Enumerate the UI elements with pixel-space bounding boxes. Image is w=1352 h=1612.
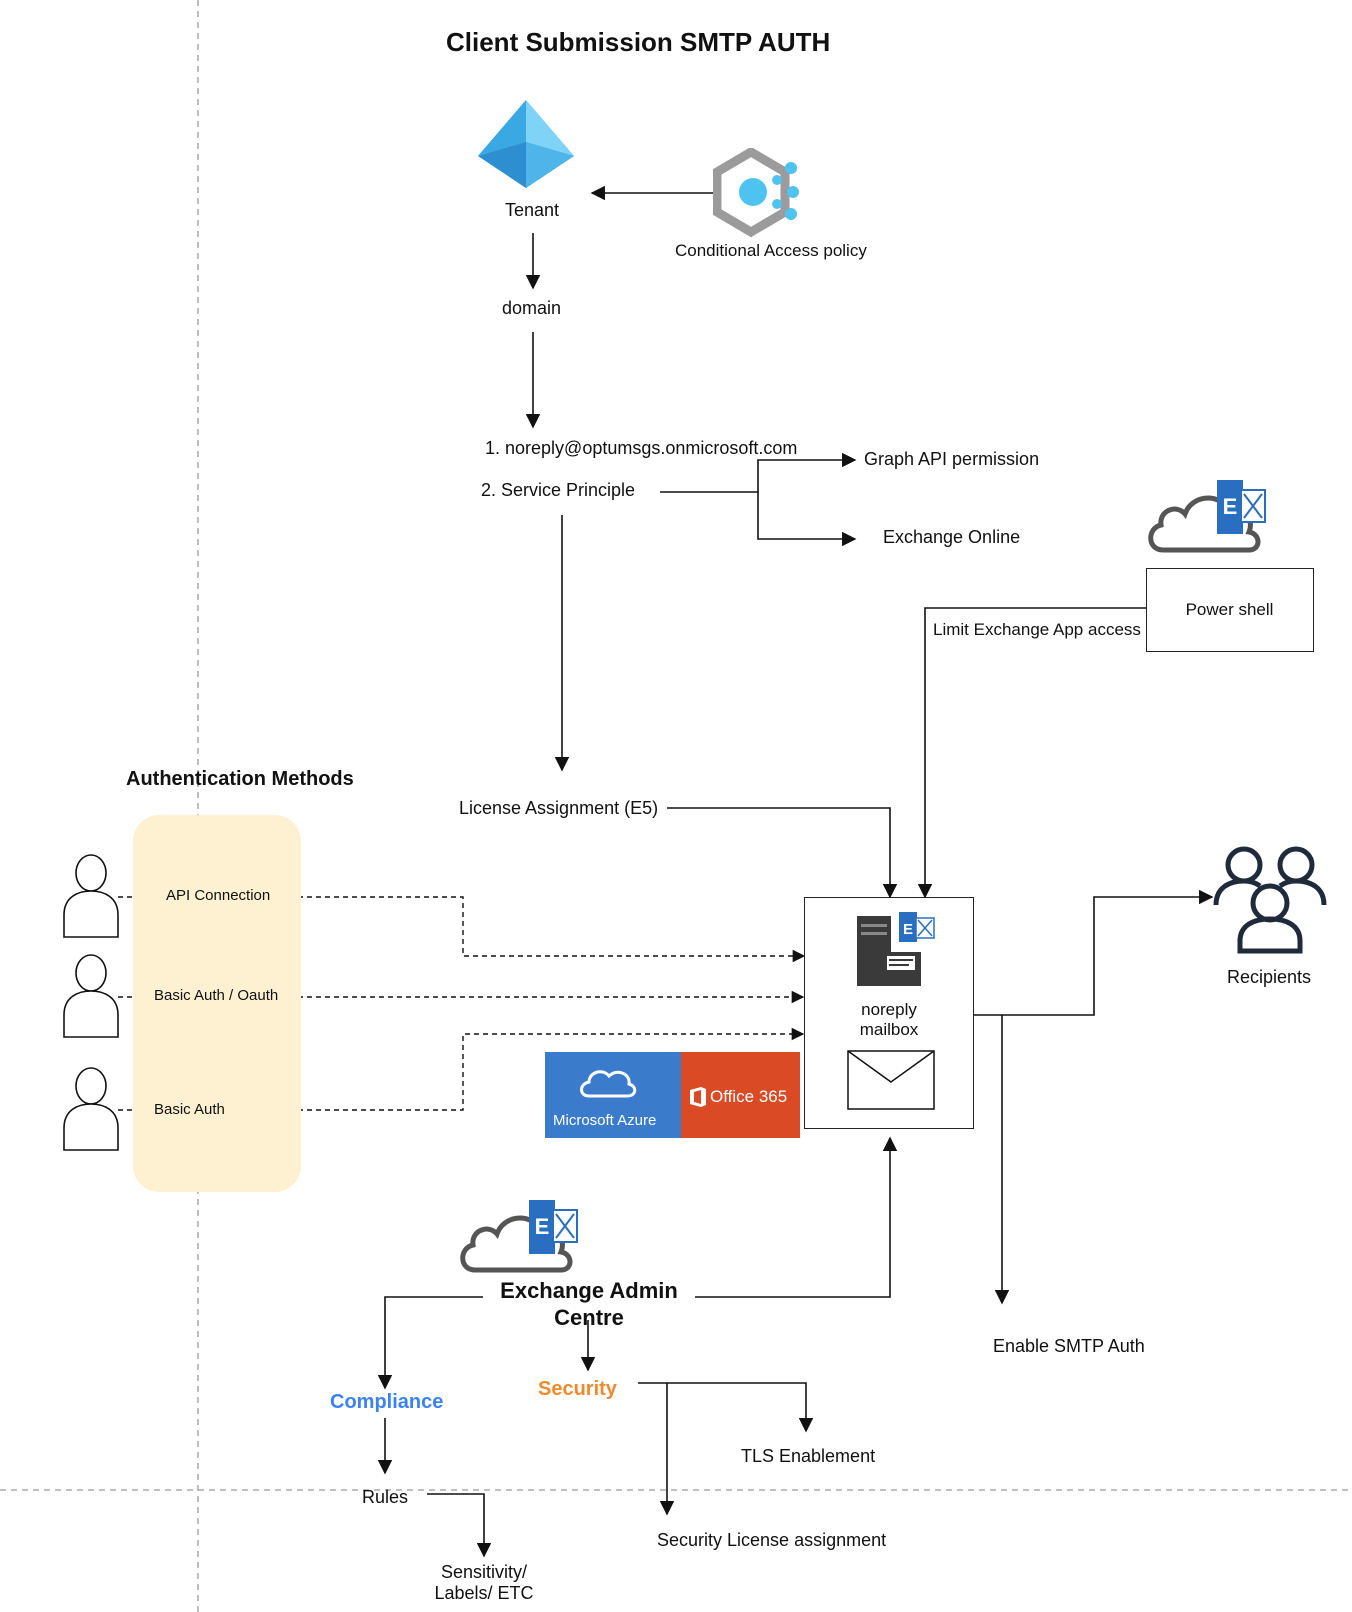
node-service-principle: 2. Service Principle [481,480,636,500]
node-tls: TLS Enablement [741,1446,876,1466]
node-compliance: Compliance [330,1391,444,1413]
azure-cloud-icon [580,1070,637,1098]
edge-license-to-mailbox [667,807,898,899]
server-exchange-icon: E [857,912,935,986]
node-rules: Rules [362,1487,409,1507]
node-limit-exchange: Limit Exchange App access [933,620,1141,639]
node-exchange-admin: Exchange Admin Centre [500,1278,678,1330]
edge-rules-to-sensitivity [427,1493,492,1558]
node-security-license: Security License assignment [657,1530,887,1550]
user-icon [63,954,119,1038]
edge-mailbox-to-recipients [974,889,1214,1016]
edge-security-to-tls [638,1382,814,1433]
node-license-assignment: License Assignment (E5) [459,798,659,818]
auth-method-basic: Basic Auth [154,1101,225,1118]
office-logo-text: Office 365 [710,1087,788,1106]
edge-admin-to-compliance [377,1296,483,1390]
edge-sp-to-graph [660,452,857,493]
svg-text:E: E [1223,494,1238,519]
powershell-box: Power shell [1146,568,1314,652]
azure-logo-text: Microsoft Azure [553,1112,657,1129]
svg-text:E: E [903,921,913,938]
node-tenant: Tenant [505,200,560,220]
diagram-title: Client Submission SMTP AUTH [446,27,831,57]
auth-heading: Authentication Methods [126,768,354,790]
node-enable-smtp: Enable SMTP Auth [993,1336,1145,1356]
office-365-logo: Office 365 [681,1052,800,1138]
node-power-shell: Power shell [1185,600,1274,619]
exchange-cloud-icon: E [460,1200,578,1273]
user-icon [63,854,119,938]
node-domain: domain [502,298,562,318]
svg-text:E: E [535,1214,550,1239]
node-exchange-online: Exchange Online [883,527,1021,547]
edge-admin-to-mailbox [695,1136,898,1298]
node-mailbox: noreply mailbox [859,1000,919,1039]
auth-method-api: API Connection [166,887,271,904]
node-noreply-account: 1. noreply@optumsgs.onmicrosoft.com [485,438,798,458]
edge-sp-to-exchange [757,492,857,547]
edge-powershell-to-mailbox [917,607,1146,899]
envelope-icon [847,1050,935,1110]
exchange-cloud-icon: E [1148,480,1266,553]
auth-method-basic-oauth: Basic Auth / Oauth [154,987,279,1004]
office-icon [690,1087,706,1107]
node-sensitivity: Sensitivity/ Labels/ ETC [434,1562,534,1603]
microsoft-azure-logo: Microsoft Azure [545,1052,703,1138]
node-graph-api: Graph API permission [864,449,1040,469]
node-conditional-access: Conditional Access policy [675,241,867,260]
azure-ad-pyramid-icon [478,100,574,188]
node-recipients: Recipients [1227,967,1312,987]
mailbox-box: E noreply mailbox [804,897,974,1129]
node-security: Security [538,1378,617,1400]
conditional-access-icon [713,148,799,238]
recipients-group-icon [1213,846,1327,954]
user-icon [63,1067,119,1151]
